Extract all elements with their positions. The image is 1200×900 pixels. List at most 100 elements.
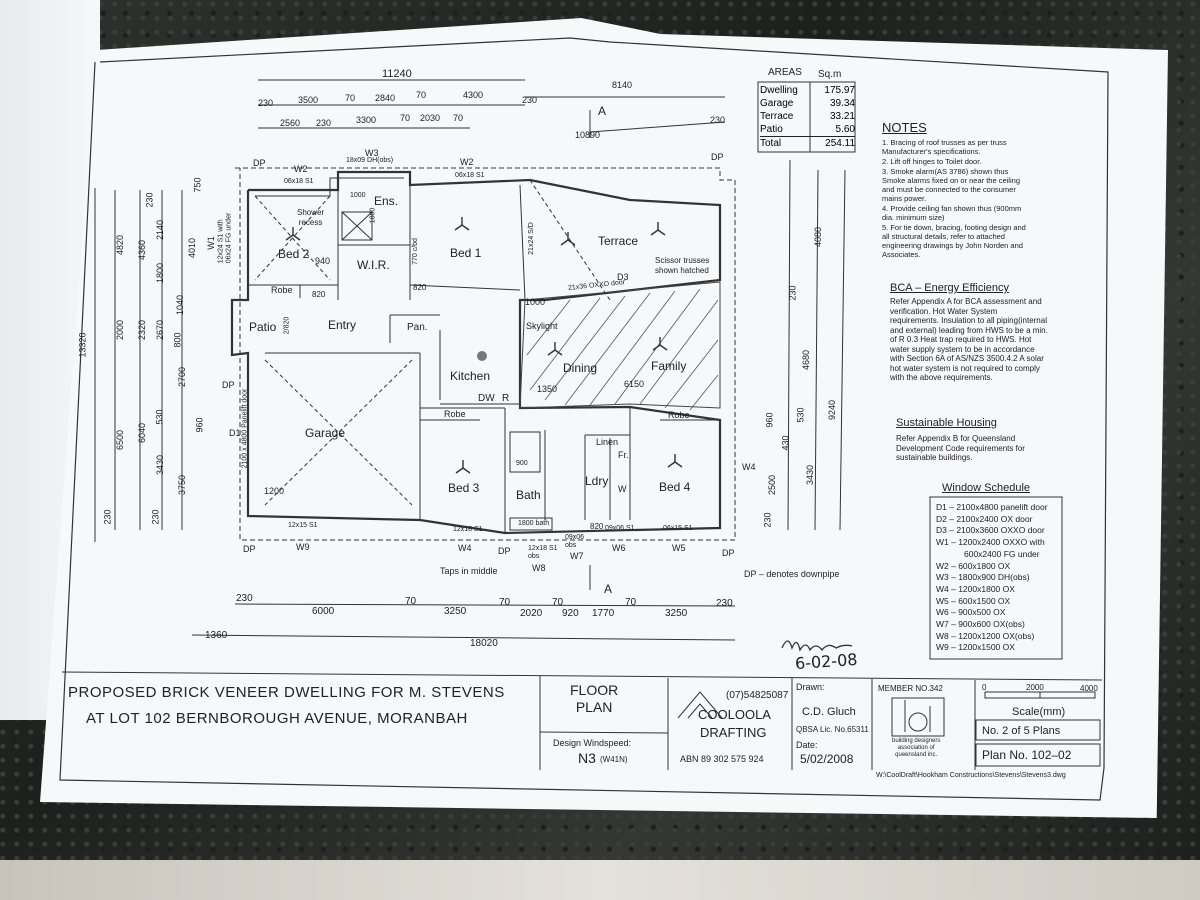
window-schedule-item: W5 – 600x1500 OX <box>936 595 1011 606</box>
dim-top2: 2560 <box>280 118 301 128</box>
dim-6150: 6150 <box>624 379 645 389</box>
dim-top: 3500 <box>298 95 319 105</box>
sheet-title: FLOOR PLAN <box>570 682 619 715</box>
member-number: MEMBER NO.342 <box>878 684 943 693</box>
dim-top: 70 <box>416 90 427 100</box>
dim-top: 4300 <box>463 90 484 100</box>
taps-note: Taps in middle <box>440 566 498 576</box>
room-laundry: Ldry <box>585 474 609 488</box>
smoke-alarm-icon <box>477 351 487 361</box>
dim-1200: 1200 <box>264 486 285 496</box>
dim-right: 9240 <box>827 399 838 421</box>
dim-left: 4820 <box>115 234 126 256</box>
plan-sheet <box>40 18 1168 818</box>
window-schedule-item: W9 – 1200x1500 OX <box>936 642 1015 653</box>
dim-right: 430 <box>780 435 791 451</box>
window-schedule-heading: Window Schedule <box>942 482 1031 494</box>
window-schedule-item: W1 – 1200x2400 OXXO with <box>936 537 1045 548</box>
window-w9: W9 <box>296 542 310 552</box>
dim-top2: 230 <box>316 118 332 128</box>
dim-left: 2700 <box>177 366 188 388</box>
dim-right: 4080 <box>813 226 824 248</box>
window-schedule-item: D2 – 2100x2400 OX door <box>936 513 1033 524</box>
window-w8: W8 <box>532 563 546 573</box>
window-schedule-item: 600x2400 FG under <box>964 548 1040 559</box>
plans-count: No. 2 of 5 Plans <box>982 725 1061 737</box>
areas-row-label: Total <box>760 138 782 149</box>
notes-list: 1. Bracing of roof trusses as per truss … <box>882 138 1032 260</box>
window-w7: W7 <box>570 551 584 561</box>
dim-820: 820 <box>413 283 427 292</box>
window-w2: W2 <box>460 157 474 167</box>
room-bath: Bath <box>516 488 541 502</box>
dim-bottom: 1770 <box>592 608 615 619</box>
room-robe: Robe <box>668 410 690 420</box>
dim-bottom: 230 <box>716 598 733 609</box>
note-item: 1. Bracing of roof trusses as per truss … <box>882 138 1007 156</box>
dim-left: 2670 <box>155 319 166 341</box>
door-d3: D3 <box>617 272 629 282</box>
areas-title: AREAS <box>768 67 802 78</box>
room-kitchen: Kitchen <box>450 369 491 383</box>
room-entry: Entry <box>328 318 357 332</box>
window-w7-size: 09x06 obs <box>565 534 585 549</box>
dim-right: 3430 <box>805 464 816 486</box>
qbsa-licence: QBSA Lic. No.65311 <box>796 725 869 734</box>
dim-left: 1040 <box>175 294 186 316</box>
company-phone: (07)54825087 <box>726 690 789 701</box>
window-w2: W2 <box>294 164 308 174</box>
section-marker-a: A <box>598 104 607 118</box>
dim-bottom: 3250 <box>665 608 688 619</box>
downpipe: DP <box>222 380 235 390</box>
dim-left: 530 <box>154 409 165 425</box>
skylight-label: Skylight <box>526 321 558 331</box>
window-w2-size: 06x18 S1 <box>284 178 314 185</box>
note-item: 3. Smoke alarm(AS 3786) shown thus Smoke… <box>882 167 1020 203</box>
dim-bottom: 70 <box>405 596 417 607</box>
dim-left: 750 <box>192 177 203 193</box>
scale-tick: 4000 <box>1080 684 1098 693</box>
window-schedule-item: W4 – 1200x1800 OX <box>936 583 1015 594</box>
dim-right: 960 <box>764 412 775 428</box>
dim-right: 2500 <box>767 474 778 496</box>
scissor-truss-note: Scissor trusses shown hatched <box>655 256 710 275</box>
window-w4: W4 <box>458 543 472 553</box>
room-bed3: Bed 3 <box>448 481 480 495</box>
window-w2-size: 06x18 S1 <box>455 172 485 179</box>
note-item: 2. Lift off hinges to Toilet door. <box>882 157 982 166</box>
dim-top2: 2030 <box>420 113 441 123</box>
room-patio: Patio <box>249 320 277 334</box>
areas-row-value: 5.60 <box>835 124 855 135</box>
window-w6: W6 <box>612 543 626 553</box>
fridge-label: R <box>502 393 510 404</box>
areas-row-label: Patio <box>760 124 783 135</box>
drawing-border <box>59 37 1109 801</box>
dim-bottom: 1360 <box>205 630 228 641</box>
dim-top: 230 <box>522 95 538 105</box>
door-d1: D1 <box>229 428 241 438</box>
dim-left: 2140 <box>155 219 166 241</box>
window-w1: W1 <box>205 236 216 250</box>
downpipe: DP <box>722 548 735 558</box>
window-w5: W5 <box>672 543 686 553</box>
dim-top-right-c: 230 <box>710 115 726 125</box>
file-path: W:\CoolDraft\Hookham Constructions\Steve… <box>876 772 1066 779</box>
dim-1000: 1000 <box>350 192 366 199</box>
dim-bottom: 70 <box>625 597 637 608</box>
room-ens: Ens. <box>374 194 399 208</box>
dishwasher-label: DW <box>478 393 495 404</box>
dim-left: 2320 <box>137 319 148 341</box>
company-name-1: COOLOOLA <box>698 707 771 722</box>
downpipe: DP <box>498 546 511 556</box>
dim-top2: 3300 <box>356 115 377 125</box>
drawn-label: Drawn: <box>796 682 825 692</box>
dim-left: 4360 <box>137 239 148 261</box>
windspeed-label: Design Windspeed: <box>553 738 632 748</box>
window-w3: W3 <box>365 148 379 158</box>
washer-label: W <box>618 484 627 494</box>
dim-2820: 2/820 <box>283 316 291 335</box>
dim-bottom: 2020 <box>520 608 543 619</box>
room-robe: Robe <box>271 285 293 295</box>
window-schedule-item: W2 – 600x1800 OX <box>936 560 1011 571</box>
